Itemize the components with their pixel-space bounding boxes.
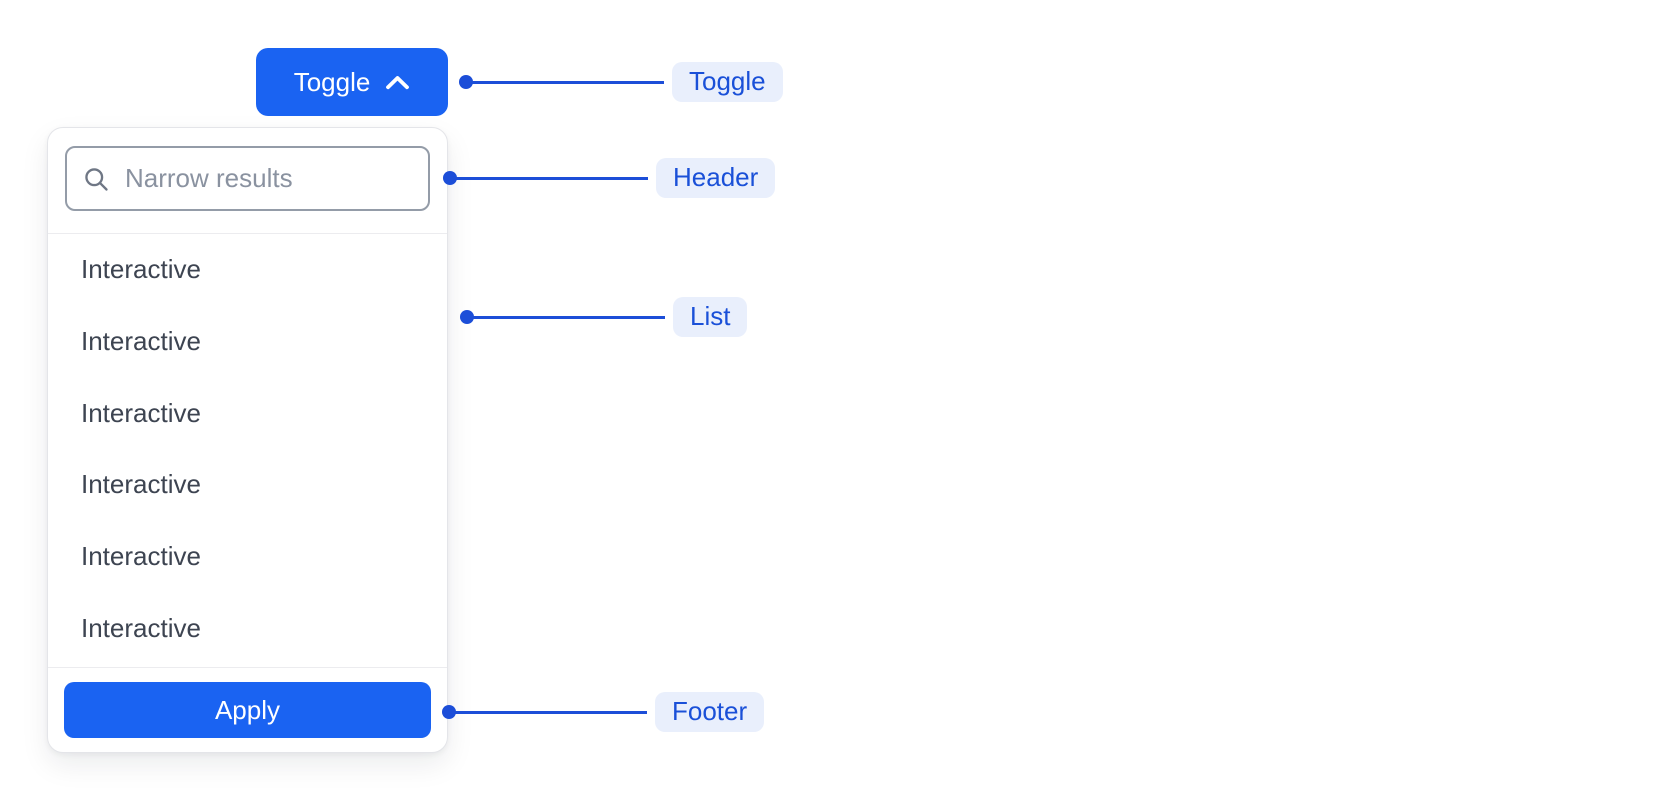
annotation-dot <box>442 705 456 719</box>
dropdown-list: Interactive Interactive Interactive Inte… <box>48 234 447 667</box>
annotation-line <box>471 80 664 84</box>
annotation-label-list: List <box>673 297 748 337</box>
annotation-dot <box>443 171 457 185</box>
annotation-dot <box>460 310 474 324</box>
annotation-dot <box>459 75 473 89</box>
chevron-up-icon <box>385 75 410 90</box>
annotation-header: Header <box>443 158 776 198</box>
toggle-button-label: Toggle <box>293 66 371 97</box>
list-item[interactable]: Interactive <box>81 541 201 572</box>
annotation-line <box>472 315 665 319</box>
search-input[interactable] <box>65 146 430 211</box>
annotation-footer: Footer <box>442 692 765 732</box>
annotation-label-header: Header <box>656 158 776 198</box>
list-item[interactable]: Interactive <box>81 326 201 357</box>
list-item[interactable]: Interactive <box>81 469 201 500</box>
search-field-wrapper <box>65 146 430 211</box>
annotation-line <box>455 176 648 180</box>
toggle-button[interactable]: Toggle <box>256 48 448 116</box>
list-item[interactable]: Interactive <box>81 397 201 428</box>
list-item[interactable]: Interactive <box>81 612 201 643</box>
dropdown-panel: Interactive Interactive Interactive Inte… <box>47 127 448 753</box>
annotation-toggle: Toggle <box>459 62 783 102</box>
list-item[interactable]: Interactive <box>81 254 201 285</box>
annotation-label-footer: Footer <box>655 692 765 732</box>
annotation-label-toggle: Toggle <box>672 62 783 102</box>
annotation-line <box>454 710 647 714</box>
annotation-list: List <box>460 297 748 337</box>
dropdown-header <box>48 128 447 234</box>
dropdown-footer: Apply <box>48 667 447 752</box>
apply-button[interactable]: Apply <box>64 682 431 738</box>
